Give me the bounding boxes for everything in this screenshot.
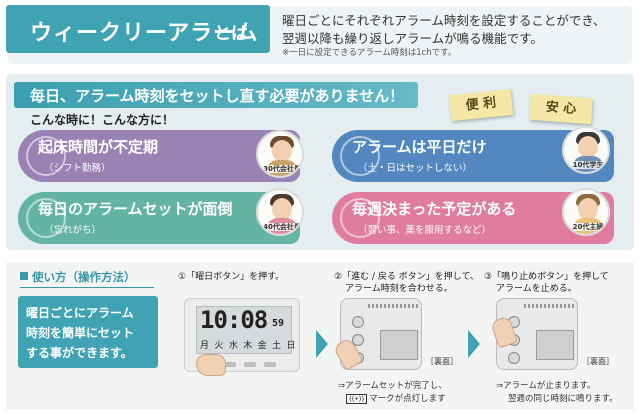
header-note: ※一日に設定できるアラーム時刻は1chです。	[282, 48, 457, 58]
back-button	[352, 334, 364, 346]
howto-summary-line-2: 時刻を簡単にセット	[26, 326, 135, 340]
card-title: 起床時間が不定期	[38, 138, 159, 156]
step-arrow-icon	[468, 330, 480, 358]
card-subtitle: （シフト勤務）	[44, 163, 111, 174]
step-3-text-line-1: ③「鳴り止めボタン」を押して	[484, 272, 609, 282]
pressing-hand-icon	[196, 354, 226, 376]
benefit-banner-text: 毎日、アラーム時刻をセットし直す必要がありません！	[30, 87, 405, 105]
step-3-text-line-2: アラームを止める。	[496, 284, 577, 294]
step-1-text: ①「曜日ボタン」を押す。	[178, 272, 285, 282]
header-description-line-2: 翌週以降も繰り返しアラームが鳴る機能です。	[282, 31, 543, 46]
howto-summary-line-1: 曜日ごとにアラーム	[26, 306, 134, 320]
forward-button	[352, 316, 364, 328]
clock-weekday-display: 月 火 水 木 金 土 日	[200, 341, 296, 351]
card-subtitle: （土・日はセットしない）	[358, 163, 473, 174]
step-2-result-line-1: ⇒アラームセットが完了し、	[338, 381, 447, 391]
clock-ring-icon	[26, 136, 66, 176]
card-title: 毎週決まった予定がある	[352, 200, 517, 218]
clock-ring-icon	[26, 198, 66, 238]
face-shape	[578, 136, 598, 158]
sticky-note-safe: 安 心	[529, 93, 593, 125]
avatar-tag: 20代主婦	[571, 223, 605, 231]
stop-button	[508, 352, 520, 364]
howto-heading: 使い方（操作方法）	[32, 270, 136, 284]
back-side-label: ［裏面］	[582, 357, 614, 366]
face-shape	[578, 198, 598, 220]
clock-lcd-screen	[196, 306, 292, 354]
scenario-card-irregular-wakeup: 起床時間が不定期 （シフト勤務）	[18, 130, 300, 182]
avatar-tag: 10代学生	[571, 161, 605, 169]
card-subtitle: （忘れがち）	[44, 225, 102, 236]
avatar-tag: 30代会社員	[262, 165, 302, 173]
step-2-text-line-1: ②「進む / 戻る ボタン」を押して、	[334, 272, 479, 282]
card-subtitle: （習い事、薬を服用するなど）	[358, 225, 492, 236]
weekday-button	[224, 362, 236, 367]
avatar-office-worker-40s: 40代会社員	[256, 188, 304, 236]
battery-cover	[536, 330, 574, 360]
face-shape	[272, 140, 292, 162]
howto-divider	[20, 287, 154, 288]
speaker-grille	[368, 304, 418, 308]
step-2-result-line-2: ((•))マークが点灯します	[346, 392, 446, 404]
howto-summary-box	[18, 296, 158, 368]
alarm-mark-icon: ((•))	[346, 394, 368, 404]
avatar-tag: 40代会社員	[262, 223, 302, 231]
clock-ring-icon	[340, 136, 380, 176]
card-title: アラームは平日だけ	[352, 138, 487, 156]
page-title: ウィークリーアラーム	[30, 21, 259, 46]
avatar-housewife-20s: 20代主婦	[562, 188, 610, 236]
weekday-button	[264, 362, 276, 367]
step-arrow-icon	[316, 330, 328, 358]
step-2-text-line-2: アラーム時刻を合わせる。	[345, 284, 453, 294]
back-side-label: ［裏面］	[426, 357, 458, 366]
clock-seconds-display: 59	[272, 318, 285, 329]
scenario-card-tedious-setting: 毎日のアラームセットが面倒 （忘れがち）	[18, 192, 300, 244]
avatar-office-worker-30s: 30代会社員	[256, 130, 304, 178]
howto-summary-line-3: する事ができます。	[26, 346, 133, 360]
avatar-student-10s: 10代学生	[562, 126, 610, 174]
step-3-result-line-1: ⇒アラームが止まります。	[496, 381, 596, 391]
step-3-result-line-2: 翌週の同じ時刻に鳴ります。	[508, 394, 618, 404]
clock-time-display: 10:08	[200, 306, 268, 334]
section-bullet-icon	[20, 272, 28, 280]
header-description-line-1: 曜日ごとにそれぞれアラーム時刻を設定することができ、	[282, 13, 606, 28]
page-title-suffix: とは	[214, 24, 248, 44]
clock-ring-icon	[340, 198, 380, 238]
battery-cover	[380, 330, 418, 360]
scenario-subheading: こんな時に！こんな方に！	[30, 113, 175, 127]
card-title: 毎日のアラームセットが面倒	[38, 200, 233, 218]
face-shape	[272, 198, 292, 220]
step-2-result-text: マークが点灯します	[369, 394, 446, 404]
weekday-button	[244, 362, 256, 367]
speaker-grille	[524, 304, 574, 308]
title-box: ウィークリーアラーム とは	[6, 5, 270, 53]
benefit-banner	[14, 82, 418, 108]
